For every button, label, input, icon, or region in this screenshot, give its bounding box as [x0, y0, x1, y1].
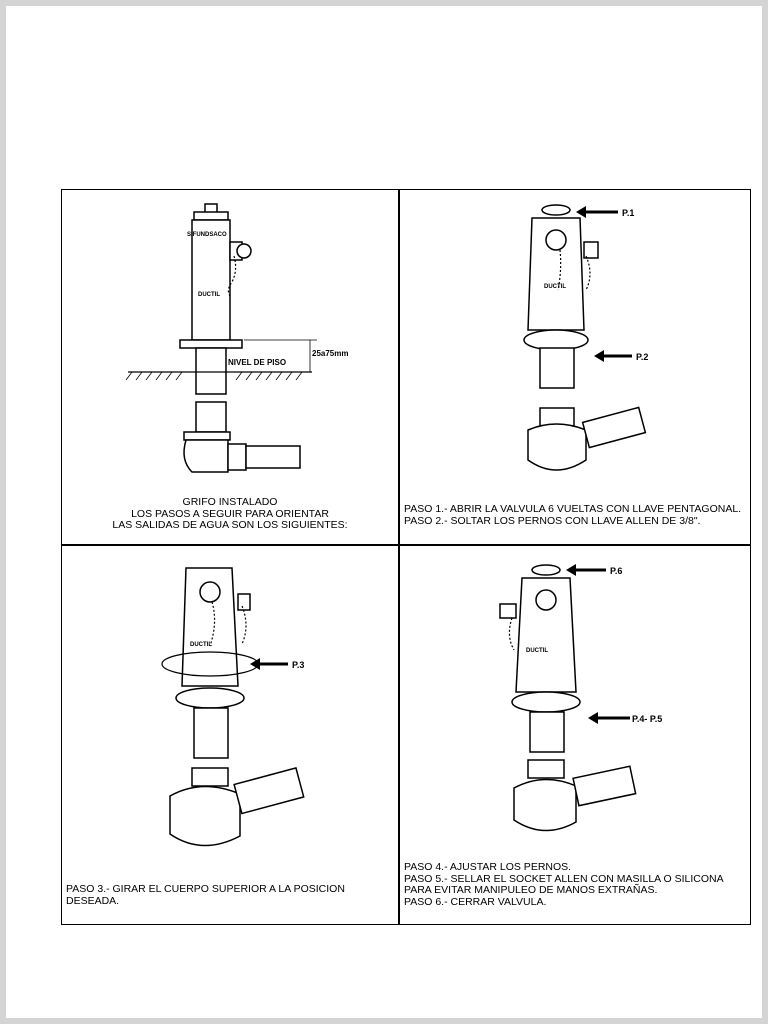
step-p1-label: P.1: [622, 208, 634, 218]
brand-label: SIFUNDSACO: [187, 232, 227, 238]
caption-line: PASO 4.- AJUSTAR LOS PERNOS.: [404, 861, 572, 873]
hydrant-steps-1-2-illustration: P.1 P.2 DUCTIL: [523, 204, 648, 471]
caption-line: LOS PASOS A SEGUIR PARA ORIENTAR: [131, 507, 329, 520]
panel-step-3: P.3 DUCTIL PASO 3.- GIRAR EL CUERPO SUPE…: [62, 546, 398, 926]
step-3-caption: PASO 3.- GIRAR EL CUERPO SUPERIOR A LA P…: [66, 883, 345, 907]
caption-line: PASO 1.- ABRIR LA VALVULA 6 VUELTAS CON …: [404, 503, 742, 515]
caption-line: PASO 3.- GIRAR EL CUERPO SUPERIOR A LA P…: [66, 883, 345, 895]
caption-line: GRIFO INSTALADO: [182, 496, 278, 508]
installed-hydrant-illustration: 25a75mm NIVEL DE PISO SIFUNDSACO DUCTIL: [125, 203, 348, 473]
instruction-grid: 25a75mm NIVEL DE PISO SIFUNDSACO DUCTIL …: [61, 189, 751, 925]
body-text-label: DUCTIL: [526, 648, 548, 654]
body-text-label: DUCTIL: [198, 292, 220, 298]
dimension-label: 25a75mm: [312, 349, 348, 358]
step-p4-p5-label: P.4- P.5: [632, 714, 662, 724]
body-text-label: DUCTIL: [190, 642, 212, 648]
steps-1-2-caption: PASO 1.- ABRIR LA VALVULA 6 VUELTAS CON …: [404, 503, 742, 527]
grid-divider-horizontal: [62, 544, 750, 546]
floor-level-label: NIVEL DE PISO: [228, 358, 286, 367]
caption-line: PASO 5.- SELLAR EL SOCKET ALLEN CON MASI…: [404, 872, 724, 885]
grid-divider-vertical: [398, 190, 400, 924]
caption-line: PASO 6.- CERRAR VALVULA.: [404, 895, 547, 908]
caption-line: PARA EVITAR MANIPULEO DE MANOS EXTRAÑAS.: [404, 884, 658, 896]
caption-line: LAS SALIDAS DE AGUA SON LOS SIGUIENTES:: [112, 519, 348, 531]
caption-line: DESEADA.: [66, 894, 120, 907]
panel-steps-4-6: P.6 P.4- P.5 DUCTIL PASO 4.- AJUSTAR LOS…: [400, 546, 752, 926]
panel-installed-hydrant: 25a75mm NIVEL DE PISO SIFUNDSACO DUCTIL …: [62, 190, 398, 544]
hydrant-steps-4-6-illustration: P.6 P.4- P.5 DUCTIL: [499, 564, 662, 832]
caption-line: PASO 2.- SOLTAR LOS PERNOS CON LLAVE ALL…: [404, 514, 701, 527]
hydrant-step-3-illustration: P.3 DUCTIL: [161, 567, 305, 847]
document-page: 25a75mm NIVEL DE PISO SIFUNDSACO DUCTIL …: [6, 6, 762, 1018]
installed-caption: GRIFO INSTALADO LOS PASOS A SEGUIR PARA …: [62, 496, 398, 532]
step-p6-label: P.6: [610, 566, 622, 576]
body-text-label: DUCTIL: [544, 284, 566, 290]
steps-4-6-caption: PASO 4.- AJUSTAR LOS PERNOS. PASO 5.- SE…: [404, 861, 724, 908]
step-p2-label: P.2: [636, 352, 648, 362]
step-p3-label: P.3: [292, 660, 304, 670]
panel-steps-1-2: P.1 P.2 DUCTIL PASO 1.- ABRIR LA VALVULA…: [400, 190, 752, 544]
